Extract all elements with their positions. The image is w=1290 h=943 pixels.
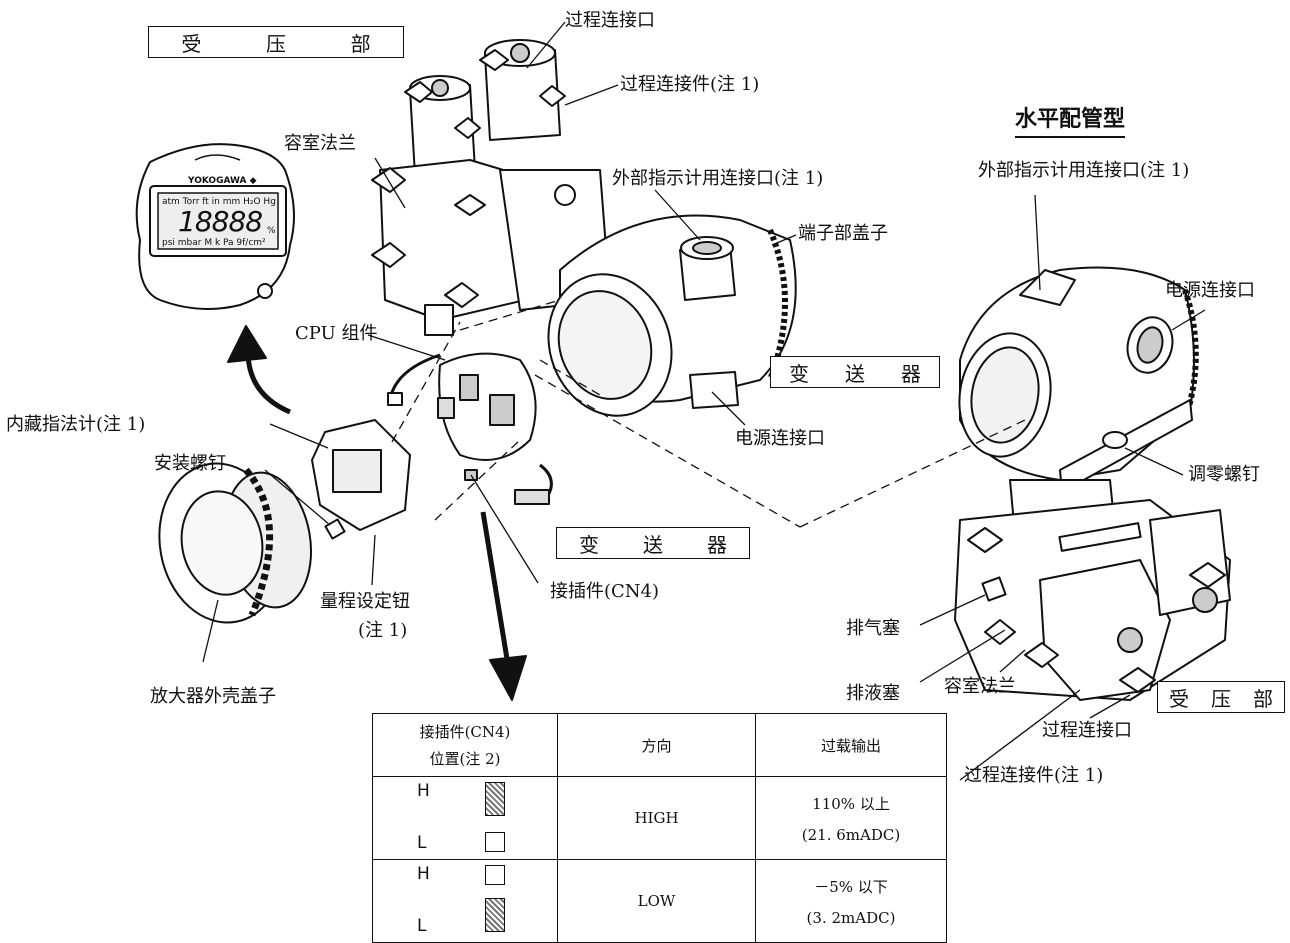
label-zero-screw: 调零螺钉 [1188, 464, 1260, 485]
cell-output: 110% 以上 (21. 6mADC) [755, 776, 947, 860]
label-process-fitting-bottom: 过程连接件(注 1) [964, 765, 1104, 786]
label-drain-plug: 排液塞 [846, 683, 900, 704]
cell-direction: HIGH [557, 776, 756, 860]
label-h: H [417, 864, 430, 884]
label-process-fitting-top: 过程连接件(注 1) [620, 74, 760, 95]
label-process-port-bottom: 过程连接口 [1042, 720, 1132, 741]
pressure-section-box-bottom: 受 压 部 [1157, 681, 1285, 713]
header-direction: 方向 [557, 713, 756, 777]
lcd-units-top: atm Torr ft in mm H₂O Hg [162, 197, 276, 207]
header-overload-output: 过载输出 [755, 713, 947, 777]
header-connector-position: 接插件(CN4) 位置(注 2) [372, 713, 558, 777]
pressure-section-box-top: 受 压 部 [148, 26, 404, 58]
label-chamber-flange-top: 容室法兰 [284, 133, 356, 154]
connector-position-table: 接插件(CN4) 位置(注 2) 方向 过载输出 H L HIGH 110% 以… [372, 713, 947, 943]
transmitter-assembly-exploded [371, 39, 797, 417]
label-l: L [417, 833, 427, 853]
label-vent-plug: 排气塞 [846, 618, 900, 639]
lcd-brand: YOKOGAWA ◆ [188, 176, 257, 186]
transmitter-box-mid: 变 送 器 [556, 527, 750, 559]
label-builtin-indicator: 内藏指法计(注 1) [6, 414, 146, 435]
cell-jumper-high: H L [372, 776, 558, 860]
label-chamber-flange-bottom: 容室法兰 [944, 676, 1016, 697]
lcd-indicator-front [135, 143, 295, 310]
label-range-button: 量程设定钮 [320, 591, 410, 612]
cpu-assembly [387, 352, 553, 505]
transmitter-box-right: 变 送 器 [770, 356, 940, 388]
label-power-port-right: 电源连接口 [1165, 280, 1255, 301]
label-range-button-note: (注 1) [358, 620, 408, 641]
label-terminal-cover: 端子部盖子 [798, 223, 888, 244]
label-ext-indicator-left: 外部指示计用连接口(注 1) [612, 168, 824, 189]
amplifier-cover [158, 462, 313, 624]
label-cpu-assembly: CPU 组件 [295, 323, 378, 344]
arrow-to-lcd [227, 325, 292, 415]
label-process-port-top: 过程连接口 [565, 10, 655, 31]
jumper-pin-icon [485, 832, 505, 852]
arrow-to-table [480, 511, 527, 701]
lcd-digits: 18888 [178, 205, 263, 238]
builtin-indicator-plate [311, 419, 411, 531]
jumper-shunt-icon [485, 898, 505, 932]
horizontal-piping-title: 水平配管型 [1015, 101, 1126, 138]
label-connector-cn4: 接插件(CN4) [550, 581, 660, 602]
label-mount-screw: 安装螺钉 [154, 453, 226, 474]
label-h: H [417, 781, 430, 801]
label-power-port-left: 电源连接口 [735, 428, 825, 449]
label-l: L [417, 916, 427, 936]
lcd-percent: % [267, 226, 276, 236]
table-row: H L HIGH 110% 以上 (21. 6mADC) [372, 776, 947, 860]
jumper-shunt-icon [485, 782, 505, 816]
transmitter-horizontal-type [954, 266, 1231, 701]
table-row: H L LOW －5% 以下 (3. 2mADC) [372, 859, 947, 943]
label-amp-cover: 放大器外壳盖子 [150, 686, 276, 707]
cell-output: －5% 以下 (3. 2mADC) [755, 859, 947, 943]
table-header-row: 接插件(CN4) 位置(注 2) 方向 过载输出 [372, 713, 947, 777]
jumper-pin-icon [485, 865, 505, 885]
label-ext-indicator-right: 外部指示计用连接口(注 1) [978, 160, 1190, 181]
lcd-units-bottom: psi mbar M k Pa 9f/cm² [162, 238, 266, 248]
cell-direction: LOW [557, 859, 756, 943]
cell-jumper-low: H L [372, 859, 558, 943]
